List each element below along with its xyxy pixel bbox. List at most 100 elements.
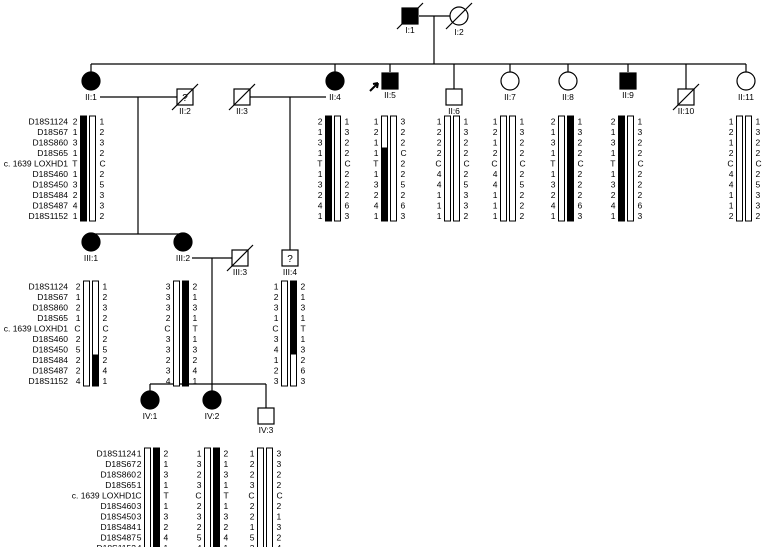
allele-label: 1 — [100, 117, 105, 127]
allele-label: 2 — [729, 211, 734, 221]
allele-label: C — [401, 148, 407, 158]
allele-label: 5 — [464, 180, 469, 190]
marker-name: D18S67 — [37, 127, 68, 137]
individual-id-label: II:11 — [738, 92, 754, 102]
allele-label: 1 — [756, 117, 761, 127]
allele-label: 2 — [103, 355, 108, 365]
allele-label: 3 — [464, 190, 469, 200]
allele-label: 2 — [493, 148, 498, 158]
allele-label: 3 — [464, 201, 469, 211]
allele-label: 1 — [464, 117, 469, 127]
allele-label: 1 — [551, 127, 556, 137]
marker-name: D18S484 — [101, 522, 137, 532]
allele-label: T — [317, 159, 322, 169]
allele-label: 1 — [374, 138, 379, 148]
allele-label: C — [277, 491, 283, 501]
haplotype-bar — [173, 280, 180, 387]
allele-label: 1 — [493, 138, 498, 148]
allele-label: 1 — [638, 117, 643, 127]
allele-label: 2 — [76, 355, 81, 365]
allele-label: 2 — [137, 470, 142, 480]
deceased-slash — [171, 83, 199, 111]
allele-label: 1 — [73, 127, 78, 137]
allele-label: 2 — [277, 470, 282, 480]
haplotype-bar — [144, 447, 151, 547]
individual-id-label: II:6 — [448, 106, 460, 116]
allele-label: 3 — [100, 138, 105, 148]
marker-name: D18S1152 — [28, 211, 68, 221]
allele-label: C — [464, 159, 470, 169]
female-symbol — [500, 71, 520, 91]
allele-label: 4 — [611, 201, 616, 211]
allele-label: 1 — [193, 292, 198, 302]
allele-label: C — [727, 159, 733, 169]
individual-id-label: II:3 — [236, 106, 248, 116]
allele-label: 2 — [611, 190, 616, 200]
individual-id-label: III:2 — [176, 253, 190, 263]
allele-label: 3 — [277, 522, 282, 532]
marker-name: D18S450 — [33, 345, 69, 355]
allele-label: 1 — [729, 138, 734, 148]
allele-label: 6 — [638, 201, 643, 211]
allele-label: 2 — [345, 190, 350, 200]
allele-label: 1 — [318, 127, 323, 137]
allele-label: 2 — [73, 117, 78, 127]
allele-label: 3 — [166, 282, 171, 292]
allele-label: 2 — [164, 449, 169, 459]
haplotype-segment — [290, 281, 297, 355]
individual-id-label: II:2 — [179, 106, 191, 116]
allele-label: 2 — [578, 180, 583, 190]
allele-label: 3 — [197, 459, 202, 469]
allele-label: 3 — [551, 180, 556, 190]
allele-label: 1 — [437, 190, 442, 200]
marker-name: D18S1124 — [28, 117, 68, 127]
allele-label: 3 — [166, 345, 171, 355]
allele-label: 2 — [520, 138, 525, 148]
allele-label: 4 — [729, 180, 734, 190]
marker-name: D18S1124 — [28, 282, 68, 292]
allele-label: C — [435, 159, 441, 169]
allele-label: 1 — [137, 449, 142, 459]
deceased-slash — [226, 244, 254, 272]
allele-label: 6 — [578, 201, 583, 211]
allele-label: 2 — [374, 190, 379, 200]
allele-label: 2 — [103, 292, 108, 302]
allele-label: 2 — [551, 117, 556, 127]
allele-label: 4 — [551, 201, 556, 211]
allele-label: 2 — [578, 190, 583, 200]
allele-label: 1 — [103, 282, 108, 292]
female-symbol — [202, 390, 222, 410]
allele-label: 1 — [301, 292, 306, 302]
marker-name: D18S450 — [33, 180, 69, 190]
marker-name: D18S460 — [33, 334, 69, 344]
allele-label: 2 — [224, 449, 229, 459]
allele-label: 3 — [611, 138, 616, 148]
allele-label: 4 — [277, 543, 282, 547]
allele-label: 4 — [437, 180, 442, 190]
allele-label: 2 — [274, 366, 279, 376]
allele-label: 1 — [274, 313, 279, 323]
allele-label: 2 — [464, 138, 469, 148]
allele-label: 3 — [345, 127, 350, 137]
allele-label: T — [72, 159, 77, 169]
haplotype-segment — [80, 116, 87, 221]
allele-label: 3 — [578, 211, 583, 221]
allele-label: C — [756, 159, 762, 169]
haplotype-bar — [204, 447, 211, 547]
haplotype-bar — [266, 447, 273, 547]
allele-label: C — [195, 491, 201, 501]
allele-label: 2 — [638, 169, 643, 179]
marker-name: D18S484 — [33, 355, 69, 365]
allele-label: 1 — [551, 148, 556, 158]
individual-id-label: II:8 — [562, 92, 574, 102]
allele-label: 3 — [611, 180, 616, 190]
allele-label: 4 — [437, 169, 442, 179]
marker-name: D18S460 — [33, 169, 69, 179]
allele-label: T — [164, 491, 169, 501]
marker-name: c. 1639 LOXHD1 — [4, 159, 69, 169]
allele-label: 3 — [374, 180, 379, 190]
allele-label: 3 — [578, 127, 583, 137]
allele-label: 2 — [464, 211, 469, 221]
allele-label: 2 — [520, 190, 525, 200]
allele-label: 3 — [224, 470, 229, 480]
